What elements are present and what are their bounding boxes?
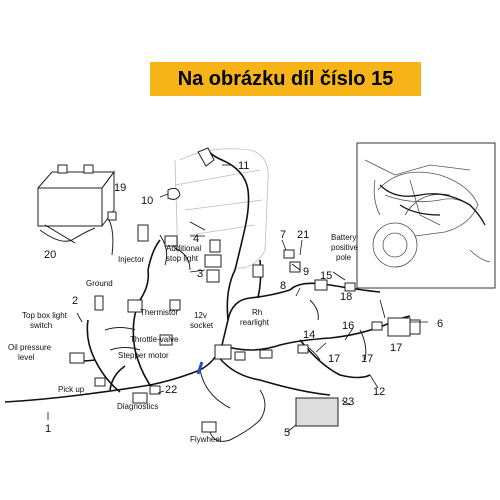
label-socket-line2: socket: [190, 321, 214, 330]
part-number-17-left: 17: [328, 353, 340, 365]
label-oil-line1: Oil pressure: [8, 343, 52, 352]
part-number-19: 19: [114, 182, 126, 194]
part-number-22: 22: [165, 384, 177, 396]
label-socket-line1: 12v: [194, 311, 207, 320]
leader-lines: [47, 164, 428, 433]
label-ground: Ground: [86, 279, 113, 288]
label-oil-line2: level: [18, 353, 35, 362]
part-number-banner: Na obrázku díl číslo 15: [150, 62, 421, 96]
label-diagnostics: Diagnostics: [117, 402, 158, 411]
label-battery-pole-line1: Battery: [331, 233, 356, 242]
battery-strap: [39, 227, 96, 242]
part-number-4: 4: [193, 233, 199, 245]
part-number-10: 10: [141, 195, 153, 207]
part-number-9: 9: [303, 266, 309, 278]
part-number-2: 2: [72, 295, 78, 307]
battery-lead: [107, 217, 114, 256]
part-number-18: 18: [340, 291, 352, 303]
label-additional-stop-line2: stop light: [166, 254, 199, 263]
part-number-1: 1: [45, 423, 51, 435]
part-number-21: 21: [297, 229, 309, 241]
part-numbers: 1 2 3 4 5 6 7 8 9 10 11 12 14 15 16 17 1…: [44, 160, 443, 439]
part-number-23: 23: [342, 396, 354, 408]
label-battery-pole-line2: positive: [331, 243, 359, 252]
label-injector: Injector: [118, 255, 145, 264]
part-number-16: 16: [342, 320, 354, 332]
part-number-8: 8: [280, 280, 286, 292]
part-number-11: 11: [238, 160, 249, 172]
part-number-14: 14: [303, 329, 315, 341]
part-number-17-right: 17: [390, 342, 402, 354]
part-number-7: 7: [280, 229, 286, 241]
label-pick-up: Pick up: [58, 385, 85, 394]
leader-20: [44, 224, 76, 244]
label-stepper-motor: Stepper motor: [118, 351, 169, 360]
label-throttle-valve: Throttle-valve: [130, 335, 179, 344]
component-labels: Injector Ground Top box light switch Oil…: [8, 233, 359, 444]
banner-text: Na obrázku díl číslo 15: [177, 68, 394, 90]
inset-frame: [356, 142, 496, 289]
part-number-15: 15: [320, 270, 332, 282]
label-flywheel: Flywheel: [190, 435, 222, 444]
battery: [37, 164, 115, 227]
label-battery-pole-line3: pole: [336, 253, 352, 262]
inset-motorcycle: [364, 159, 491, 268]
components: [69, 147, 421, 433]
part-number-5: 5: [284, 427, 290, 439]
label-top-box-line1: Top box light: [22, 311, 68, 320]
flywheel-lead: [209, 389, 266, 442]
inset-harness: [379, 184, 486, 226]
label-thermistor: Thermistor: [140, 308, 179, 317]
label-additional-stop-line1: Additional: [166, 244, 201, 253]
part-number-12: 12: [373, 386, 385, 398]
blue-connector: [196, 361, 204, 375]
part-number-6: 6: [437, 318, 443, 330]
part-number-3: 3: [197, 268, 203, 280]
label-rearlight-line1: Rh: [252, 308, 262, 317]
label-rearlight-line2: rearlight: [240, 318, 270, 327]
part-number-20: 20: [44, 249, 56, 261]
label-top-box-line2: switch: [30, 321, 52, 330]
secondary-wiring: [104, 234, 367, 409]
part-number-17-middle: 17: [361, 353, 373, 365]
